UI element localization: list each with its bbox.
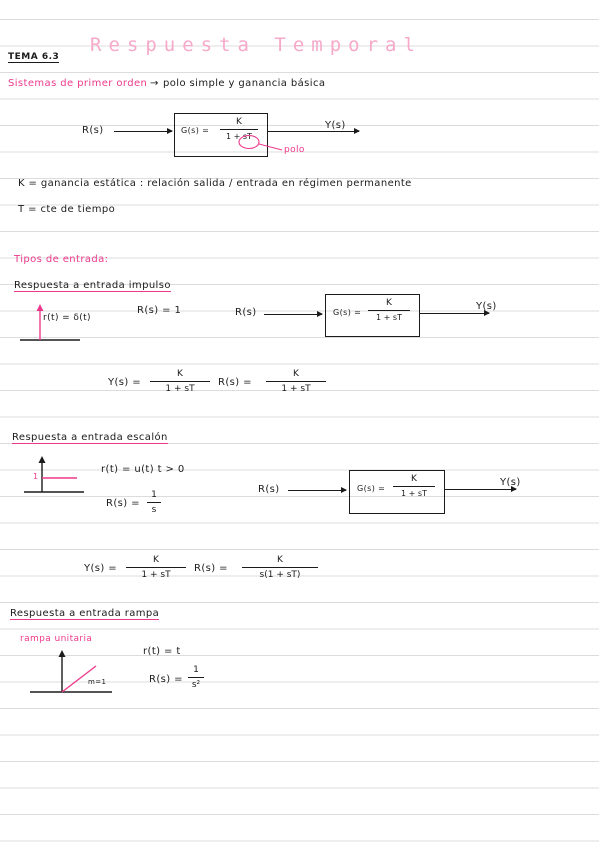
impulso-output: Y(s) (476, 301, 497, 312)
impulso-heading: Respuesta a entrada impulso (14, 280, 171, 292)
fraction-bar (147, 502, 161, 503)
escalon-laplace-lhs: R(s) = (106, 498, 140, 509)
impulso-gs-label: G(s) = (333, 308, 362, 317)
impulso-input-arrow (264, 310, 323, 318)
escalon-eq-fraction-1: K 1 + sT (126, 555, 186, 580)
step-plot (24, 456, 84, 493)
fraction-bar (126, 567, 186, 568)
impulso-input: R(s) (235, 307, 257, 318)
escalon-laplace-num: 1 (151, 490, 157, 500)
block1-denominator: 1 + sT (226, 132, 252, 141)
step-plot-label: 1 (33, 472, 39, 481)
polo-annotation-circle (238, 134, 283, 151)
escalon-eq-mid: R(s) = (194, 563, 228, 574)
rampa-laplace-den: s² (191, 680, 201, 690)
fraction-bar (150, 381, 210, 382)
ramp-plot (30, 650, 112, 693)
intro-arrow: → (150, 78, 159, 89)
t-definition: T = cte de tiempo (18, 204, 116, 215)
fraction-bar (266, 381, 326, 382)
escalon-gs-label: G(s) = (357, 484, 386, 493)
rampa-laplace-fraction: 1 s² (188, 665, 204, 690)
escalon-output: Y(s) (500, 477, 521, 488)
escalon-laplace-den: s (151, 505, 157, 515)
escalon-denominator: 1 + sT (401, 489, 427, 498)
escalon-transfer-box (349, 470, 445, 514)
tipos-heading: Tipos de entrada: (14, 254, 109, 265)
impulso-transfer-box (325, 294, 420, 337)
escalon-fraction: K 1 + sT (393, 474, 435, 498)
block1-input: R(s) (82, 125, 104, 136)
impulso-eq-den2: 1 + sT (281, 384, 311, 394)
impulso-output-arrow (419, 309, 490, 317)
escalon-input: R(s) (258, 484, 280, 495)
rampa-heading: Respuesta a entrada rampa (10, 608, 160, 620)
escalon-eq-num1: K (153, 555, 159, 565)
impulso-eq-mid: R(s) = (218, 377, 252, 388)
rampa-laplace-num: 1 (193, 665, 199, 675)
escalon-heading: Respuesta a entrada escalón (12, 432, 168, 444)
fraction-bar (220, 129, 258, 130)
impulso-eq-den1: 1 + sT (165, 384, 195, 394)
escalon-signal: r(t) = u(t) t > 0 (101, 464, 185, 475)
escalon-numerator: K (411, 474, 417, 484)
escalon-eq-fraction-2: K s(1 + sT) (242, 555, 318, 580)
fraction-bar (393, 486, 435, 487)
page-title: Respuesta Temporal (90, 34, 422, 56)
block1-output: Y(s) (325, 120, 346, 131)
impulso-numerator: K (386, 298, 392, 308)
block1-transfer-box (174, 113, 268, 157)
escalon-eq-den1: 1 + sT (141, 570, 171, 580)
impulso-eq-fraction-1: K 1 + sT (150, 369, 210, 394)
impulso-eq-num1: K (177, 369, 183, 379)
impulso-eq-lhs: Y(s) = (108, 377, 142, 388)
fraction-bar (242, 567, 318, 568)
tema-label: TEMA 6.3 (8, 52, 60, 63)
escalon-input-arrow (288, 486, 347, 494)
escalon-eq-num2: K (277, 555, 283, 565)
rampa-signal: r(t) = t (143, 646, 181, 657)
fraction-bar (368, 310, 410, 311)
escalon-laplace-fraction: 1 s (147, 490, 161, 515)
block1-input-arrow (114, 127, 173, 135)
rampa-subheading: rampa unitaria (20, 634, 93, 644)
ramp-plot-label: m=1 (88, 678, 107, 686)
block1-numerator: K (236, 117, 242, 127)
k-definition: K = ganancia estática : relación salida … (18, 178, 412, 189)
block1-fraction: K 1 + sT (220, 117, 258, 141)
polo-annotation: polo (284, 145, 305, 155)
intro-subtitle: polo simple y ganancia básica (163, 78, 326, 89)
impulso-signal: r(t) = δ(t) (43, 313, 91, 323)
escalon-eq-lhs: Y(s) = (84, 563, 118, 574)
fraction-bar (188, 677, 204, 678)
block1-gs-label: G(s) = (181, 126, 210, 135)
escalon-output-arrow (444, 485, 517, 493)
impulso-fraction: K 1 + sT (368, 298, 410, 322)
impulso-denominator: 1 + sT (376, 313, 402, 322)
impulse-plot (20, 304, 80, 341)
impulso-eq-fraction-2: K 1 + sT (266, 369, 326, 394)
intro-heading: Sistemas de primer orden (8, 78, 148, 89)
impulso-eq-num2: K (293, 369, 299, 379)
block1-output-arrow (267, 127, 360, 135)
rampa-laplace-lhs: R(s) = (149, 674, 183, 685)
impulso-laplace: R(s) = 1 (137, 305, 182, 316)
escalon-eq-den2: s(1 + sT) (259, 570, 301, 580)
